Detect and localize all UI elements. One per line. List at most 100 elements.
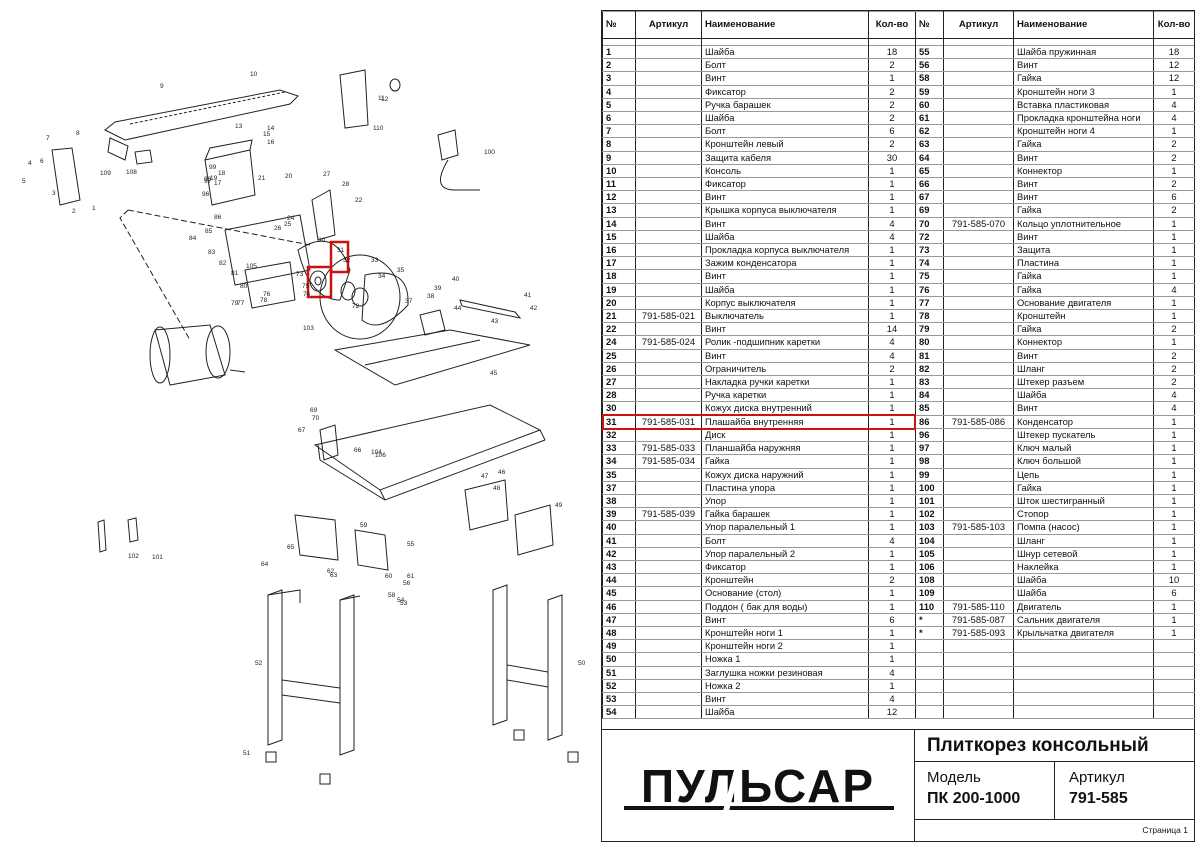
part-qty: 2 bbox=[1153, 150, 1195, 165]
part-number: 48 bbox=[602, 625, 636, 641]
part-article bbox=[943, 375, 1014, 390]
wrench-small bbox=[127, 517, 139, 543]
part-article bbox=[635, 58, 702, 73]
part-qty: 1 bbox=[868, 441, 916, 456]
part-number: 16 bbox=[602, 243, 636, 258]
table-row-empty bbox=[915, 639, 1195, 654]
callout-label: 98 bbox=[204, 176, 212, 183]
part-name: Заглушка ножки резиновая bbox=[701, 665, 869, 680]
callout-label: 31 bbox=[337, 247, 345, 254]
part-article bbox=[943, 203, 1014, 218]
empty-cell bbox=[915, 705, 944, 720]
part-article bbox=[635, 322, 702, 337]
article-value: 791-585 bbox=[1069, 790, 1128, 807]
part-name: Винт bbox=[701, 190, 869, 205]
part-qty: 1 bbox=[868, 190, 916, 205]
part-article bbox=[635, 295, 702, 311]
part-number: 64 bbox=[915, 150, 944, 165]
part-article bbox=[635, 216, 702, 231]
part-qty: 1 bbox=[1153, 295, 1195, 311]
part-article bbox=[943, 163, 1014, 179]
callout-label: 52 bbox=[255, 660, 263, 667]
callout-label: 74 bbox=[303, 291, 311, 298]
part-number: 44 bbox=[602, 573, 636, 588]
callout-label: 97 bbox=[204, 178, 212, 185]
part-qty: 1 bbox=[868, 177, 916, 192]
part-qty: 1 bbox=[1153, 612, 1195, 627]
part-qty: 4 bbox=[868, 533, 916, 548]
part-article bbox=[635, 559, 702, 575]
part-number: 49 bbox=[602, 639, 636, 654]
part-name: Крышка корпуса выключателя bbox=[701, 203, 869, 218]
empty-cell bbox=[1153, 665, 1195, 680]
empty-cell bbox=[1153, 652, 1195, 667]
part-name: Основание (стол) bbox=[701, 586, 869, 601]
part-name: Кронштейн bbox=[1013, 309, 1154, 324]
part-name: Консоль bbox=[701, 163, 869, 179]
part-number: 96 bbox=[915, 427, 944, 443]
callout-label: 60 bbox=[385, 573, 393, 580]
part-qty: 1 bbox=[868, 559, 916, 575]
part-article: 791-585-093 bbox=[943, 625, 1014, 641]
part-number: 3 bbox=[602, 71, 636, 86]
empty-cell bbox=[943, 652, 1014, 667]
part-name: Упор паралельный 2 bbox=[701, 546, 869, 561]
callout-label: 32 bbox=[343, 257, 351, 264]
part-qty: 1 bbox=[1153, 243, 1195, 258]
part-qty: 30 bbox=[868, 150, 916, 165]
part-qty: 1 bbox=[868, 520, 916, 535]
part-number: 38 bbox=[602, 493, 636, 509]
part-article bbox=[635, 84, 702, 99]
part-name: Шайба bbox=[701, 282, 869, 297]
part-name: Цепь bbox=[1013, 467, 1154, 482]
part-number: 15 bbox=[602, 229, 636, 245]
callout-label: 103 bbox=[303, 325, 314, 332]
diagram-drawing: 1234567891011121314151617181920212224252… bbox=[22, 69, 586, 785]
callout-label: 96 bbox=[202, 191, 210, 198]
part-number: 32 bbox=[602, 427, 636, 443]
part-number: 18 bbox=[602, 269, 636, 284]
part-qty: 1 bbox=[1153, 546, 1195, 561]
callout-label: 105 bbox=[246, 263, 257, 270]
part-name: Ручка барашек bbox=[701, 97, 869, 113]
empty-cell bbox=[1013, 705, 1154, 720]
callout-label: 22 bbox=[355, 197, 363, 204]
part-number: 66 bbox=[915, 177, 944, 192]
callout-label: 19 bbox=[210, 175, 218, 182]
part-qty: 1 bbox=[868, 467, 916, 482]
part-article bbox=[635, 256, 702, 271]
part-name: Поддон ( бак для воды) bbox=[701, 599, 869, 614]
callout-label: 110 bbox=[373, 125, 384, 132]
part-qty: 1 bbox=[868, 269, 916, 284]
part-article bbox=[635, 269, 702, 284]
table-row-empty bbox=[915, 665, 1195, 680]
callout-label: 6 bbox=[40, 158, 44, 165]
callout-label: 77 bbox=[237, 300, 245, 307]
part-name: Кожух диска наружний bbox=[701, 467, 869, 482]
part-qty: 1 bbox=[1153, 454, 1195, 469]
part-qty: 1 bbox=[1153, 441, 1195, 456]
part-article bbox=[943, 361, 1014, 377]
callout-label: 20 bbox=[285, 173, 293, 180]
part-number: 33 bbox=[602, 441, 636, 456]
part-name: Зажим конденсатора bbox=[701, 256, 869, 271]
part-qty: 1 bbox=[868, 71, 916, 86]
table-row-empty bbox=[915, 705, 1195, 720]
part-qty: 1 bbox=[868, 282, 916, 297]
